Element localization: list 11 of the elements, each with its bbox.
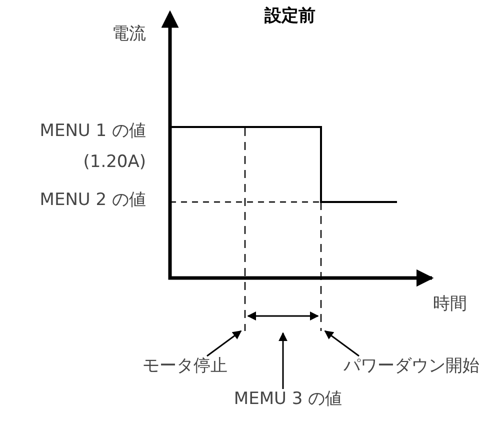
annotation-text: MEMU 3 の値 <box>232 389 344 410</box>
annotation-text: パワーダウン開始 <box>342 356 480 376</box>
axis-label: 電流 <box>111 24 146 44</box>
leader-line <box>278 332 288 389</box>
axis-label: 時間 <box>433 294 467 314</box>
axis-label: MENU 2 の値 <box>38 190 146 210</box>
title: 設定前 <box>263 6 316 26</box>
leader-line <box>324 330 360 357</box>
axis-label: MENU 1 の値 (1.20A) <box>38 120 146 174</box>
annotation-text: モータ停止 <box>142 356 228 376</box>
leader-line <box>206 330 242 357</box>
